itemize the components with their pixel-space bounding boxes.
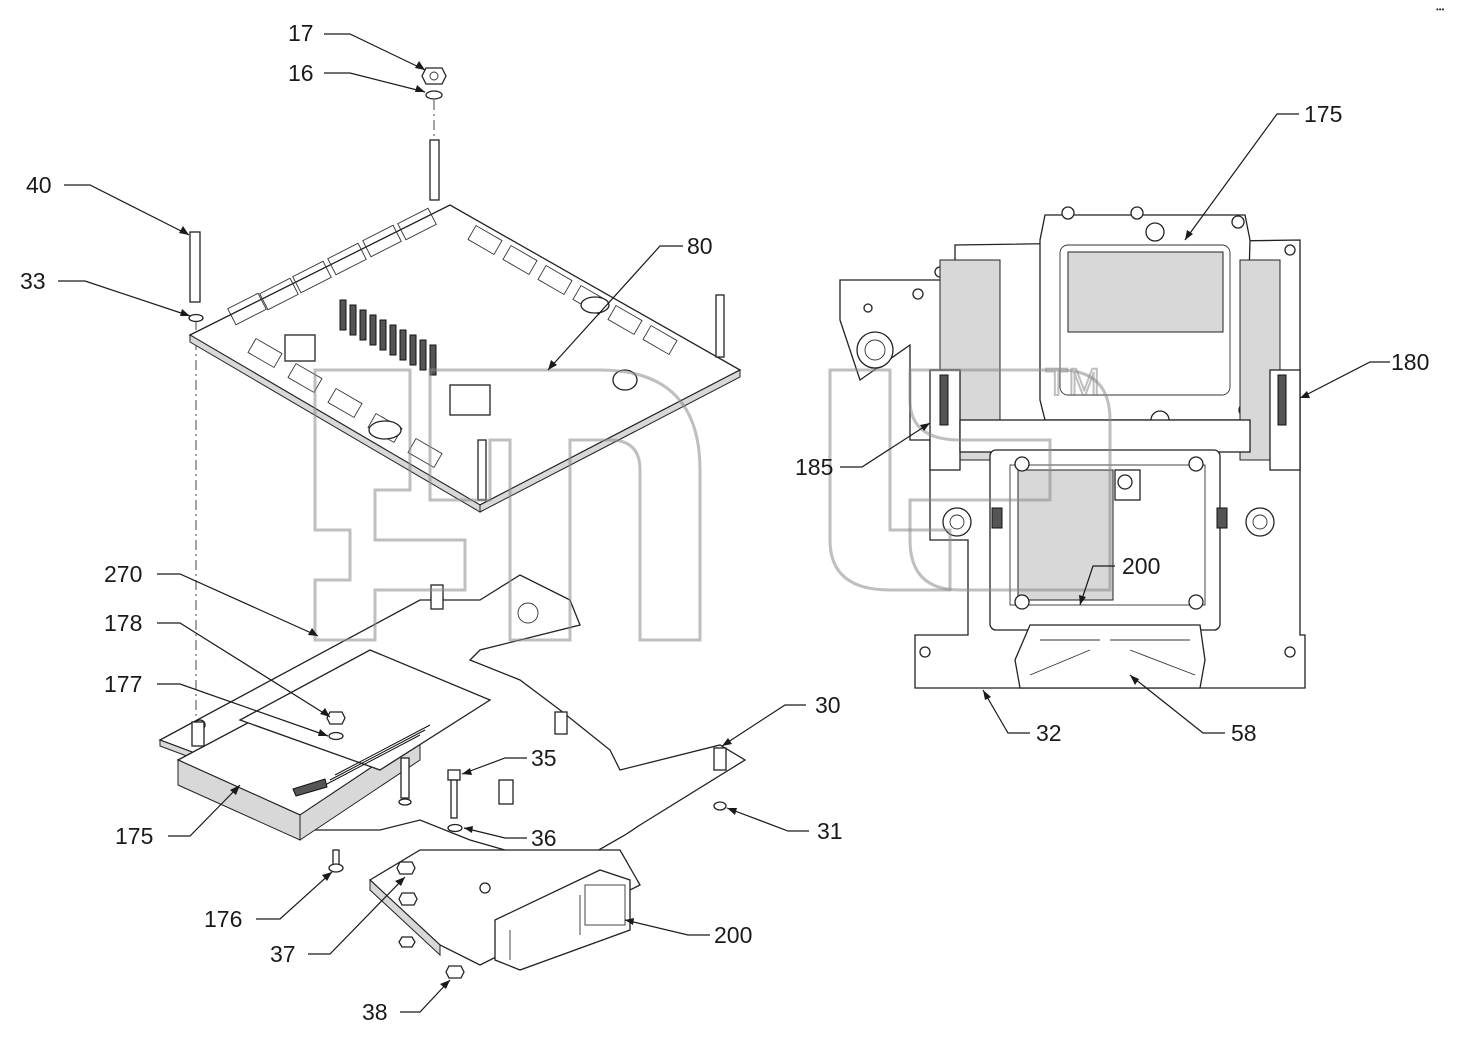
bolt [400,757,410,799]
part-175-top-housing [1039,206,1252,443]
callout-30: 30 [815,692,841,718]
part-35-bolt [447,769,461,819]
callout-leaders [58,33,1390,1013]
watermark-logo: TM [313,361,1112,642]
callout-31: 31 [817,818,843,844]
callout-33: 33 [20,268,46,294]
part-31-screw [713,801,727,811]
part-185-latch [929,369,961,471]
callout-180: 180 [1391,349,1429,375]
callout-36: 36 [531,825,557,851]
part-200-ecu [368,849,641,971]
callout-17: 17 [288,20,314,46]
callout-80: 80 [687,233,713,259]
spacer [498,779,514,805]
part-58-connector [1014,624,1206,689]
washer [398,798,412,806]
callout-200-right: 200 [1122,553,1160,579]
board-standoff [429,139,440,201]
corner-mark: ••• [1436,5,1445,14]
left-exploded-view [158,67,747,979]
callout-175-left: 175 [115,823,153,849]
callout-37: 37 [270,941,296,967]
callout-270: 270 [104,561,142,587]
part-40-standoff [189,231,201,303]
part-176-screw [328,849,344,873]
part-17-nut [421,67,447,85]
part-200-ecu-right [989,449,1228,631]
callout-35: 35 [531,745,557,771]
cross-rail [959,419,1251,453]
part-175-housing [176,649,492,841]
part-180-latch [1269,369,1301,471]
relay [449,384,491,416]
callout-labels: 17 16 40 33 80 270 178 177 175 176 37 38… [20,20,1429,1025]
callout-175-right: 175 [1304,101,1342,127]
part-38-nut [445,965,465,979]
callout-177: 177 [104,671,142,697]
callout-38: 38 [362,999,388,1025]
callout-176: 176 [204,906,242,932]
callout-40: 40 [26,172,52,198]
right-assembled-view [839,206,1306,689]
part-16-washer [425,90,443,100]
part-36-washer [447,823,463,833]
part-177-washer [328,731,344,741]
part-178-nut [326,711,346,725]
relay [284,334,316,362]
callout-58: 58 [1231,720,1257,746]
part-80-circuit-board [188,204,742,513]
nut [398,936,416,948]
callout-16: 16 [288,60,314,86]
board-standoff [715,294,725,358]
board-standoff [477,439,487,501]
callout-200-left: 200 [714,922,752,948]
part-33-washer [188,313,204,323]
watermark-tm: TM [1045,362,1100,404]
callout-185: 185 [795,454,833,480]
callout-178: 178 [104,610,142,636]
callout-32: 32 [1036,720,1062,746]
